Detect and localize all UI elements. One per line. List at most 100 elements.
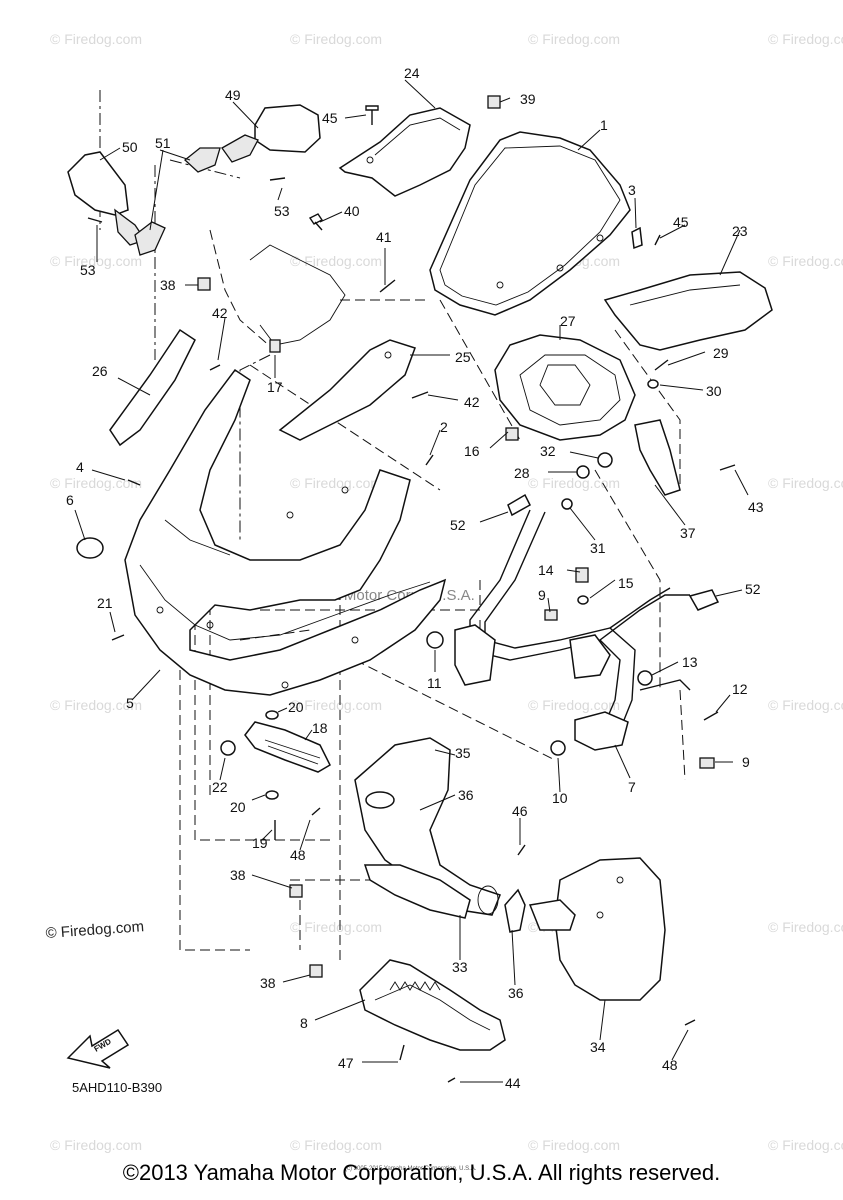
windscreen-part bbox=[429, 131, 631, 316]
upper-cover-part bbox=[338, 107, 471, 197]
callout-number: 18 bbox=[312, 720, 328, 736]
callout-number: 9 bbox=[742, 754, 750, 770]
bracket-37-part bbox=[634, 419, 681, 496]
callout-number: 45 bbox=[322, 110, 338, 126]
callout-number: 51 bbox=[155, 135, 171, 151]
callout-number: 3 bbox=[628, 182, 636, 198]
callout-number: 16 bbox=[464, 443, 480, 459]
airbox-cover-part bbox=[528, 857, 666, 1001]
callout-number: 53 bbox=[80, 262, 96, 278]
callout-number: 2 bbox=[440, 419, 448, 435]
under-cowl-part bbox=[359, 959, 506, 1051]
callout-number: 40 bbox=[344, 203, 360, 219]
callout-number: 6 bbox=[66, 492, 74, 508]
watermark: © Firedog.com bbox=[768, 475, 843, 491]
callout-number: 1 bbox=[600, 117, 608, 133]
main-cowling-part bbox=[124, 368, 447, 696]
callout-number: 34 bbox=[590, 1039, 606, 1055]
callout-number: 7 bbox=[628, 779, 636, 795]
callout-number: 21 bbox=[97, 595, 113, 611]
callout-number: 42 bbox=[464, 394, 480, 410]
callout-number: 25 bbox=[455, 349, 471, 365]
callout-number: 45 bbox=[673, 214, 689, 230]
stay-frame-part bbox=[454, 509, 691, 751]
watermark: © Firedog.com bbox=[768, 919, 843, 935]
callout-number: 35 bbox=[455, 745, 471, 761]
watermark: © Firedog.com bbox=[290, 919, 382, 935]
callout-number: 38 bbox=[260, 975, 276, 991]
watermark: © Firedog.com bbox=[290, 475, 382, 491]
callout-number: 31 bbox=[590, 540, 606, 556]
copyright-notice: ©2013 Yamaha Motor Corporation, U.S.A. A… bbox=[122, 1160, 721, 1185]
callout-number: 29 bbox=[713, 345, 729, 361]
callout-number: 41 bbox=[376, 229, 392, 245]
callout-number: 27 bbox=[560, 313, 576, 329]
callout-number: 53 bbox=[274, 203, 290, 219]
hardware bbox=[87, 95, 736, 1083]
callout-number: 17 bbox=[267, 379, 283, 395]
callout-number: 38 bbox=[160, 277, 176, 293]
callout-number: 14 bbox=[538, 562, 554, 578]
watermark: © Firedog.com bbox=[528, 697, 620, 713]
callout-number: 32 bbox=[540, 443, 556, 459]
mirror-gasket-part bbox=[134, 147, 221, 256]
reflector-part bbox=[76, 537, 104, 559]
watermark: © Firedog.com bbox=[528, 475, 620, 491]
callout-number: 38 bbox=[230, 867, 246, 883]
lower-duct-part bbox=[363, 864, 471, 919]
callout-number: 26 bbox=[92, 363, 108, 379]
callout-number: 10 bbox=[552, 790, 568, 806]
callout-number: 37 bbox=[680, 525, 696, 541]
callout-number: 52 bbox=[745, 581, 761, 597]
callout-numbers: 1 2 3 4 5 6 7 8 9 9 10 11 12 13 14 15 16… bbox=[66, 65, 764, 1091]
headlight-part bbox=[494, 334, 636, 441]
watermark: © Firedog.com bbox=[290, 253, 382, 269]
leader-lines bbox=[74, 79, 749, 1083]
mirror-left-part bbox=[67, 151, 147, 246]
callout-number: 8 bbox=[300, 1015, 308, 1031]
watermark: © Firedog.com bbox=[768, 31, 843, 47]
callout-number: 22 bbox=[212, 779, 228, 795]
callout-number: 19 bbox=[252, 835, 268, 851]
watermark: © Firedog.com bbox=[768, 253, 843, 269]
callout-number: 23 bbox=[732, 223, 748, 239]
callout-number: 11 bbox=[427, 675, 442, 691]
part-code: 5AHD110-B390 bbox=[72, 1080, 162, 1095]
inner-panel-left-part bbox=[249, 244, 346, 346]
callout-number: 46 bbox=[512, 803, 528, 819]
callout-number: 49 bbox=[225, 87, 241, 103]
watermark: © Firedog.com bbox=[290, 1137, 382, 1153]
side-cover-right-part bbox=[603, 271, 773, 351]
callout-number: 33 bbox=[452, 959, 468, 975]
watermark: © Firedog.com bbox=[50, 253, 142, 269]
callout-number: 5 bbox=[126, 695, 134, 711]
watermark: © Firedog.com bbox=[50, 31, 142, 47]
callout-number: 36 bbox=[458, 787, 474, 803]
callout-number: 42 bbox=[212, 305, 228, 321]
side-strip-left-part bbox=[109, 328, 196, 447]
watermark: © Firedog.com bbox=[50, 697, 142, 713]
mirror-right-part bbox=[221, 104, 321, 163]
callout-number: 20 bbox=[230, 799, 246, 815]
watermark: © Firedog.com bbox=[290, 697, 382, 713]
callout-number: 20 bbox=[288, 699, 304, 715]
callout-number: 47 bbox=[338, 1055, 354, 1071]
callout-number: 13 bbox=[682, 654, 698, 670]
inner-panel-part bbox=[278, 339, 416, 441]
callout-number: 9 bbox=[538, 587, 546, 603]
watermark: © Firedog.com bbox=[50, 1137, 142, 1153]
tiny-copyright: (c) 2005-2015 Yamaha Motor Corporation, … bbox=[345, 1166, 477, 1172]
callout-number: 24 bbox=[404, 65, 420, 81]
clamp-part bbox=[504, 888, 526, 933]
callout-number: 15 bbox=[618, 575, 634, 591]
callout-number: 12 bbox=[732, 681, 748, 697]
watermark-dark: © Firedog.com bbox=[45, 918, 145, 942]
watermark: © Firedog.com bbox=[50, 475, 142, 491]
vent-grille-part bbox=[244, 721, 331, 773]
watermark: © Firedog.com bbox=[528, 31, 620, 47]
callout-number: 43 bbox=[748, 499, 764, 515]
watermark: © Firedog.com bbox=[768, 1137, 843, 1153]
callout-number: 52 bbox=[450, 517, 466, 533]
fwd-arrow-icon: FWD bbox=[66, 1028, 130, 1069]
